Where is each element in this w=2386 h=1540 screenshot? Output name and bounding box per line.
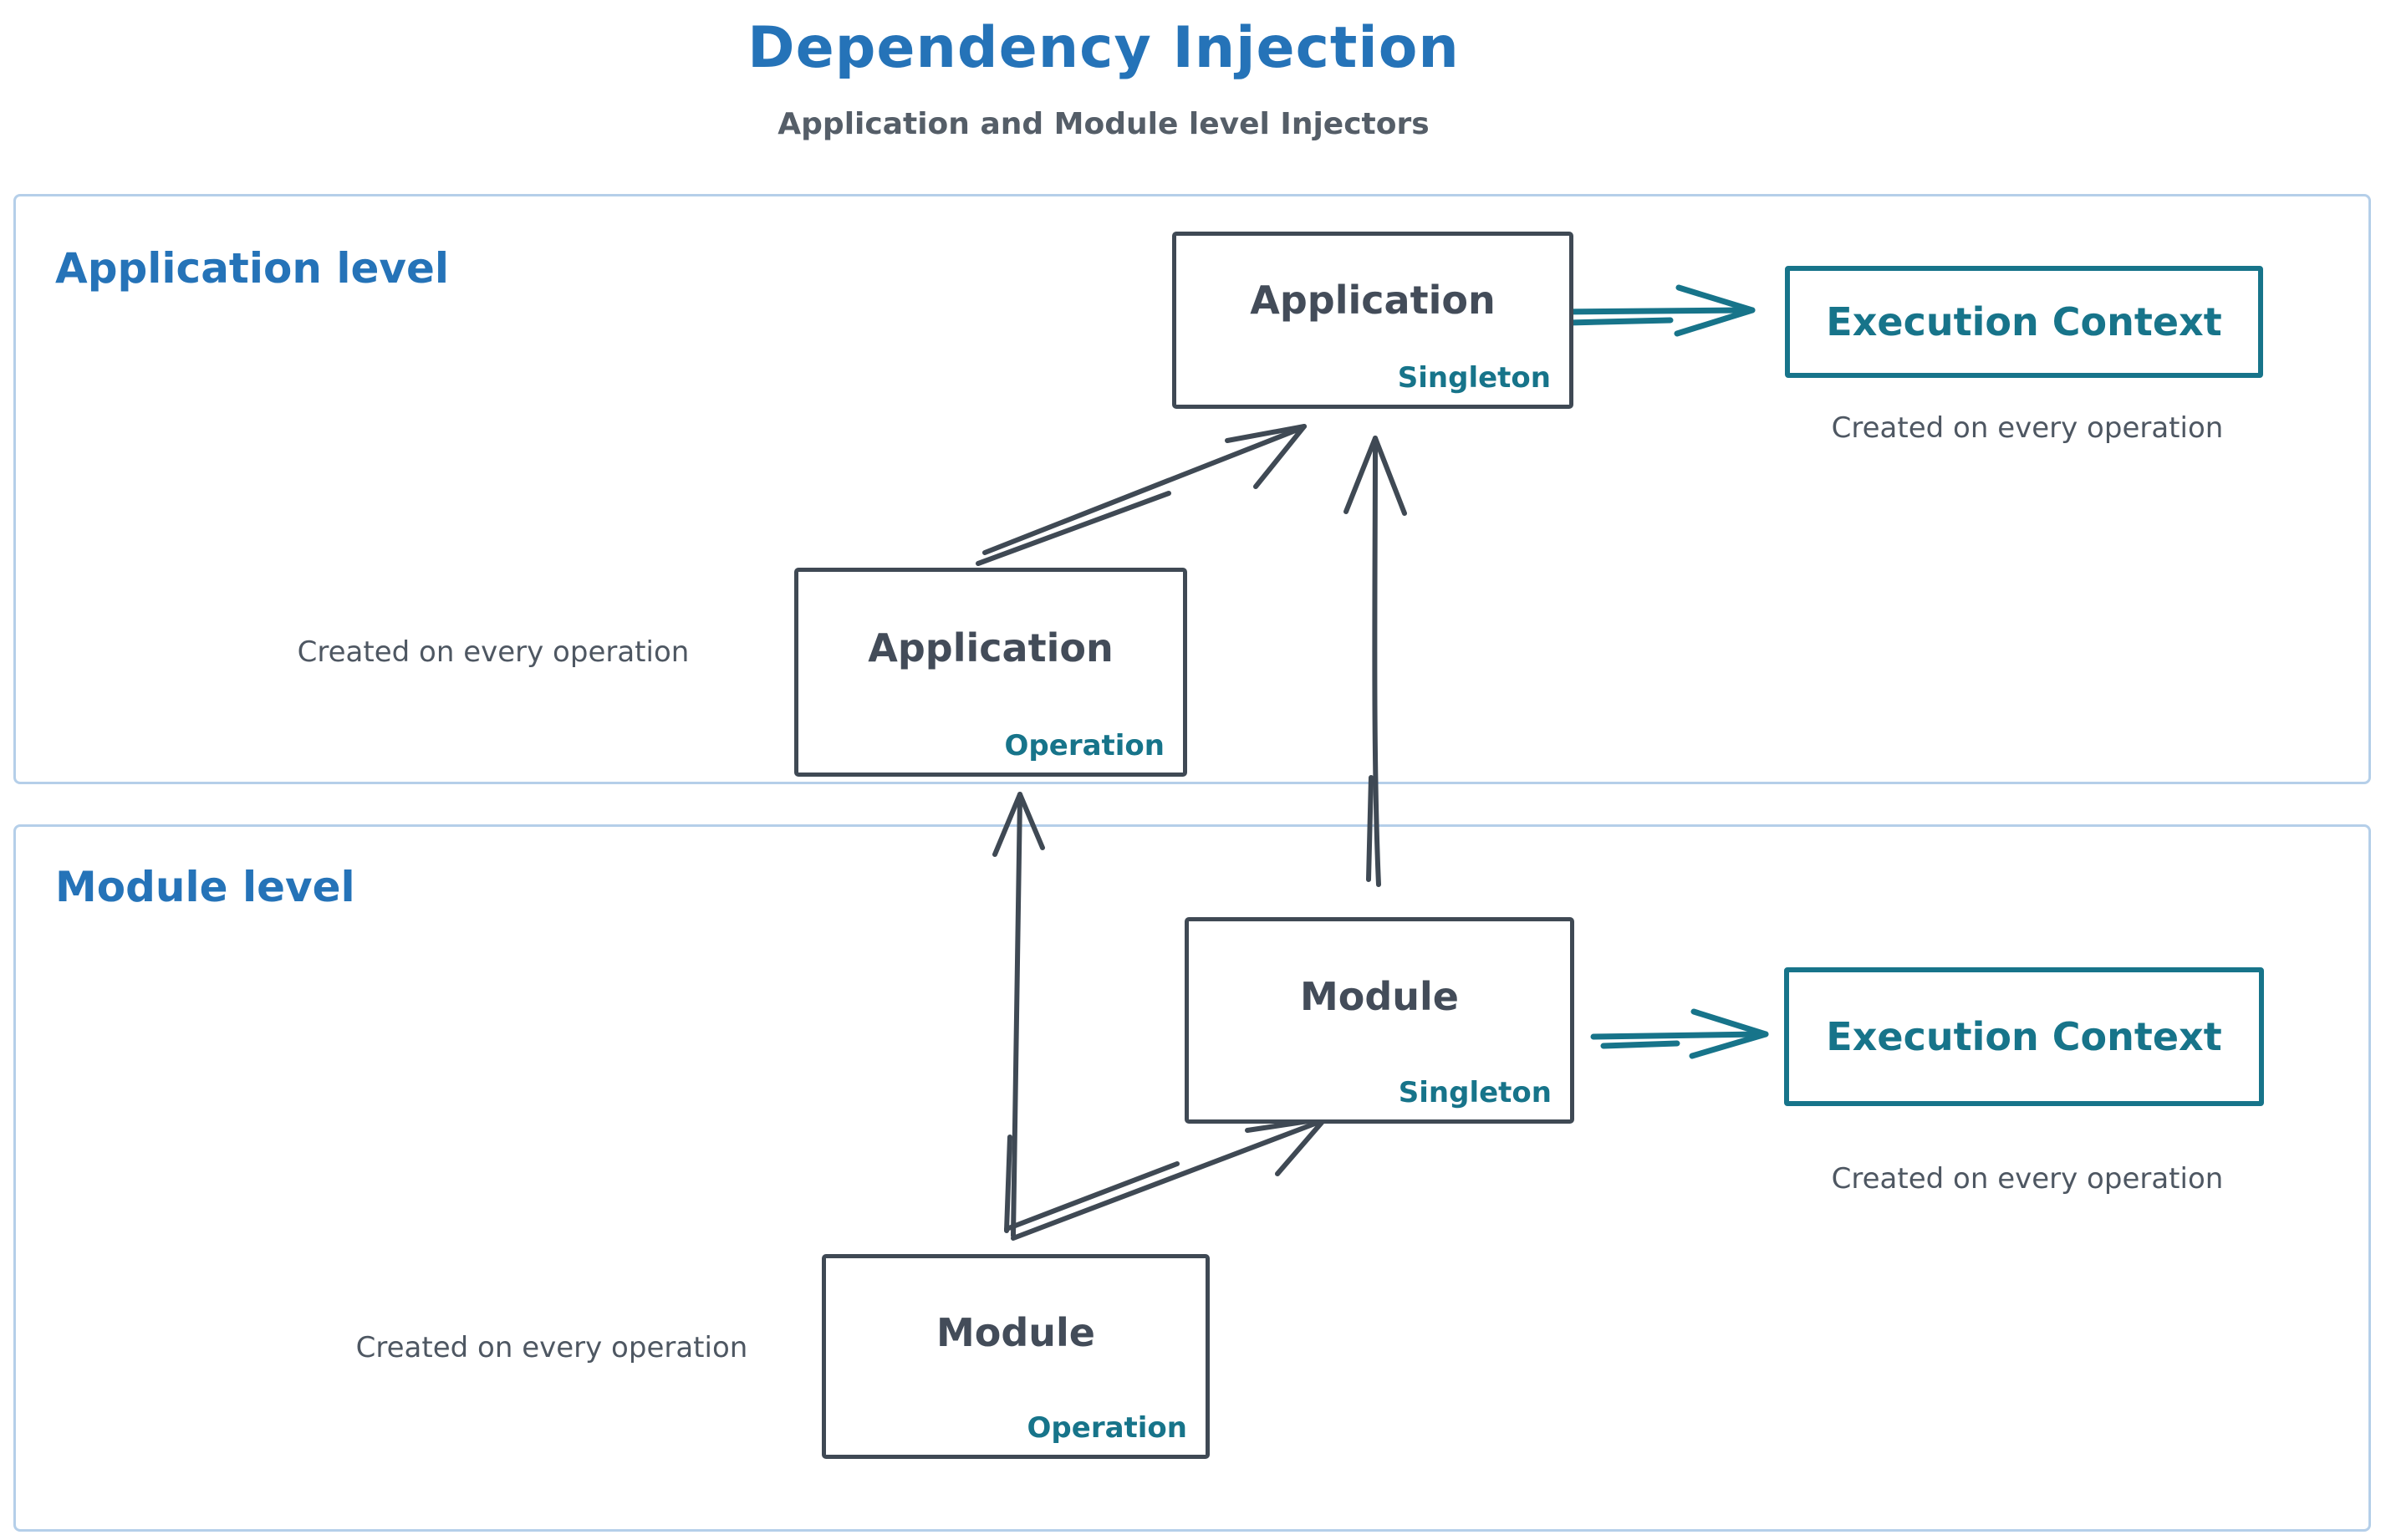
module-singleton-title: Module — [1299, 974, 1460, 1020]
module-operation-tag: Operation — [1027, 1411, 1187, 1445]
note-module-execution-context: Created on every operation — [1831, 1162, 2224, 1196]
app-execution-context-label: Execution Context — [1826, 299, 2222, 344]
app-singleton-tag: Singleton — [1397, 361, 1551, 395]
page-title: Dependency Injection — [747, 15, 1460, 81]
module-operation-box: Module Operation — [822, 1254, 1210, 1459]
app-operation-box: Application Operation — [794, 568, 1187, 777]
module-operation-title: Module — [936, 1310, 1096, 1356]
module-execution-context-label: Execution Context — [1826, 1014, 2222, 1059]
app-singleton-box: Application Singleton — [1172, 232, 1573, 409]
module-execution-context-box: Execution Context — [1784, 967, 2264, 1106]
application-level-label: Application level — [55, 244, 450, 293]
page-subtitle: Application and Module level Injectors — [777, 107, 1430, 141]
application-level-section — [13, 194, 2371, 784]
app-operation-title: Application — [868, 625, 1114, 671]
module-singleton-tag: Singleton — [1398, 1076, 1552, 1109]
note-module-operation: Created on every operation — [355, 1331, 748, 1364]
app-singleton-title: Application — [1250, 277, 1496, 323]
module-level-section — [13, 824, 2371, 1532]
note-app-operation: Created on every operation — [297, 635, 690, 669]
app-execution-context-box: Execution Context — [1785, 266, 2263, 378]
module-singleton-box: Module Singleton — [1185, 917, 1574, 1124]
module-level-label: Module level — [55, 863, 355, 911]
note-app-execution-context: Created on every operation — [1831, 411, 2224, 445]
app-operation-tag: Operation — [1004, 729, 1165, 762]
